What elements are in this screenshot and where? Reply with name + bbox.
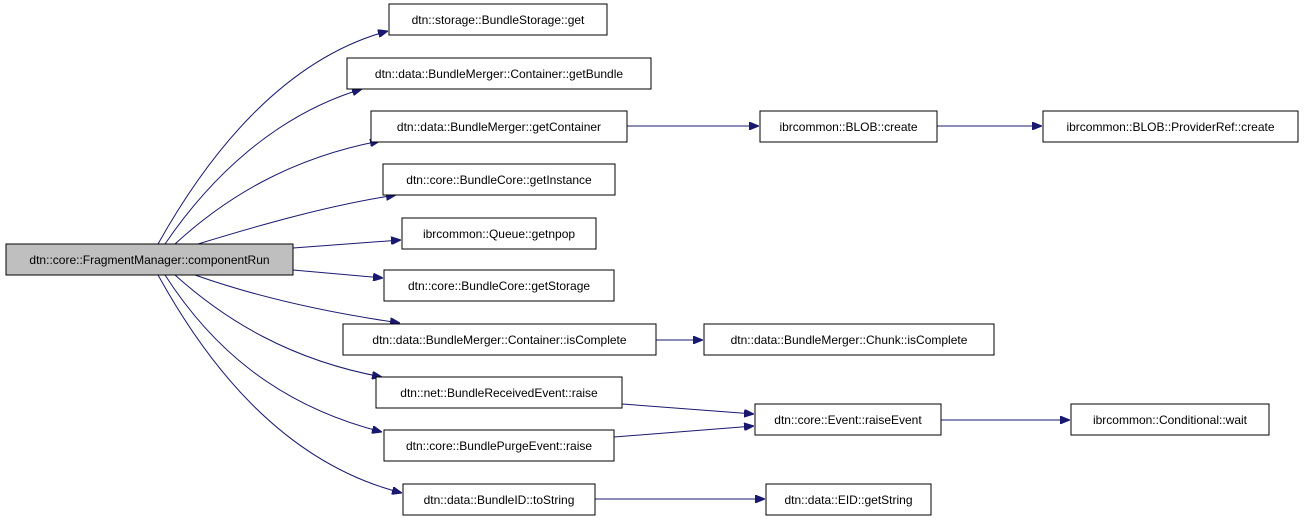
edge-received-raise-raiseevent <box>621 403 754 414</box>
edge-root-storage-get <box>157 31 388 245</box>
node-label: dtn::data::BundleMerger::Container::isCo… <box>372 333 626 347</box>
node-queue-getnpop[interactable]: ibrcommon::Queue::getnpop <box>401 217 597 250</box>
node-label: ibrcommon::Queue::getnpop <box>423 227 575 241</box>
edge-root-core-getstorage <box>292 269 383 278</box>
node-providerref-create[interactable]: ibrcommon::BLOB::ProviderRef::create <box>1042 110 1299 143</box>
node-label: dtn::data::BundleMerger::Container::getB… <box>375 67 623 81</box>
node-container-getbundle[interactable]: dtn::data::BundleMerger::Container::getB… <box>346 57 652 90</box>
node-label: dtn::core::FragmentManager::componentRun <box>29 253 269 267</box>
node-eid-getstring[interactable]: dtn::data::EID::getString <box>765 483 932 516</box>
node-label: ibrcommon::Conditional::wait <box>1093 413 1248 427</box>
edge-root-container-getbundle <box>164 89 362 245</box>
node-bundlereceivedevent-raise[interactable]: dtn::net::BundleReceivedEvent::raise <box>375 376 623 409</box>
edge-root-received-raise <box>174 274 382 377</box>
node-label: dtn::core::BundleCore::getStorage <box>408 279 590 293</box>
node-event-raiseevent[interactable]: dtn::core::Event::raiseEvent <box>754 403 942 436</box>
node-conditional-wait[interactable]: ibrcommon::Conditional::wait <box>1070 403 1270 436</box>
edge-root-merger-getcontainer <box>174 141 380 245</box>
node-bundlecore-getstorage[interactable]: dtn::core::BundleCore::getStorage <box>383 269 615 302</box>
node-label: dtn::data::EID::getString <box>784 493 912 507</box>
edge-purge-raise-raiseevent <box>613 426 754 438</box>
node-chunk-iscomplete[interactable]: dtn::data::BundleMerger::Chunk::isComple… <box>703 323 995 356</box>
node-label: dtn::core::BundleCore::getInstance <box>406 173 592 187</box>
node-bundlestorage-get[interactable]: dtn::storage::BundleStorage::get <box>388 3 608 36</box>
node-label: dtn::data::BundleMerger::Chunk::isComple… <box>731 333 968 347</box>
edge-root-purge-raise <box>164 274 382 432</box>
node-label: dtn::core::Event::raiseEvent <box>774 413 922 427</box>
node-label: dtn::core::BundlePurgeEvent::raise <box>406 439 592 453</box>
node-bundleid-tostring[interactable]: dtn::data::BundleID::toString <box>402 483 596 516</box>
node-blob-create[interactable]: ibrcommon::BLOB::create <box>759 110 938 143</box>
node-label: dtn::net::BundleReceivedEvent::raise <box>400 386 598 400</box>
node-label: dtn::data::BundleID::toString <box>424 493 575 507</box>
node-label: ibrcommon::BLOB::ProviderRef::create <box>1066 120 1274 134</box>
node-label: ibrcommon::BLOB::create <box>779 120 917 134</box>
edge-root-container-iscomplete <box>194 274 400 323</box>
node-label: dtn::storage::BundleStorage::get <box>412 13 585 27</box>
node-bundlecore-getinstance[interactable]: dtn::core::BundleCore::getInstance <box>382 163 616 196</box>
edge-root-bundleid-tostring <box>157 274 402 493</box>
edge-root-queue-getnpop <box>292 240 401 249</box>
edge-root-core-getinstance <box>197 195 396 245</box>
node-container-iscomplete[interactable]: dtn::data::BundleMerger::Container::isCo… <box>342 323 657 356</box>
node-label: dtn::data::BundleMerger::getContainer <box>397 120 601 134</box>
edges-layer <box>157 31 1070 499</box>
nodes-layer: dtn::core::FragmentManager::componentRun… <box>5 3 1299 516</box>
node-bundlepurgeevent-raise[interactable]: dtn::core::BundlePurgeEvent::raise <box>383 429 615 462</box>
node-fragmentmanager-componentrun[interactable]: dtn::core::FragmentManager::componentRun <box>5 243 294 276</box>
node-bundlemerger-getcontainer[interactable]: dtn::data::BundleMerger::getContainer <box>370 110 628 143</box>
